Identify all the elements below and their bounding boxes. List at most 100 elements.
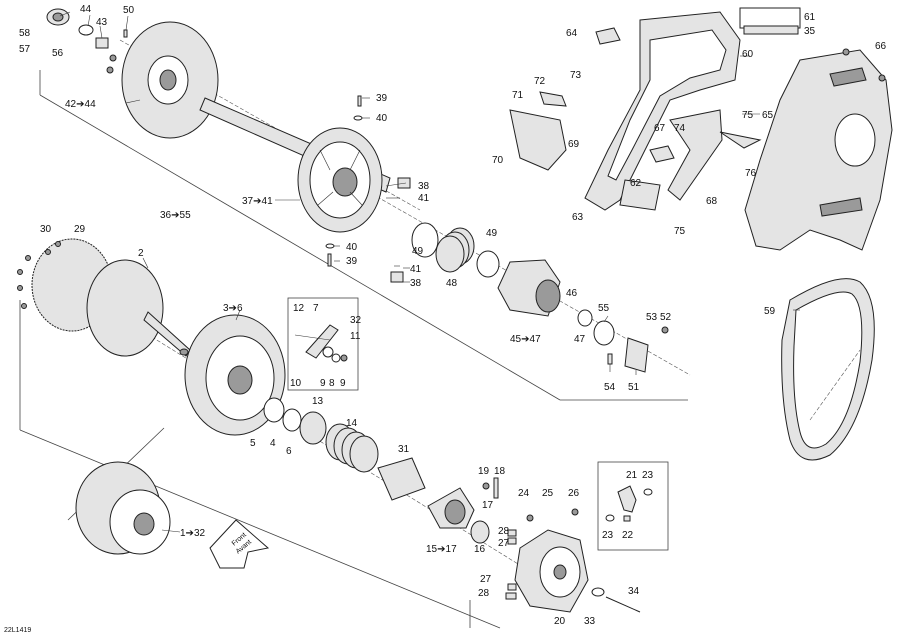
callout-label: 31 xyxy=(398,444,410,455)
callout-label: 5 xyxy=(250,438,256,449)
callout-label: 42➔44 xyxy=(65,99,96,110)
spring-and-cam-group xyxy=(411,222,669,373)
callout-label: 14 xyxy=(346,418,358,429)
callout-label: 39 xyxy=(346,256,358,267)
movable-sheave-upper xyxy=(297,95,411,283)
callout-label: 43 xyxy=(96,17,108,28)
callout-label: 13 xyxy=(312,396,324,407)
movable-sheave-lower xyxy=(184,314,327,445)
small-parts-top-left xyxy=(46,8,128,74)
callout-label: 21 xyxy=(626,470,638,481)
callout-label: 9 xyxy=(340,378,346,389)
callout-label: 41 xyxy=(418,193,430,204)
belt-guard-cover xyxy=(744,48,893,251)
callout-label: 62 xyxy=(630,178,642,189)
fixed-sheave-lower xyxy=(17,238,191,357)
leader-lines xyxy=(59,11,800,533)
clutch-governor-assembly xyxy=(505,461,669,613)
belt-guard-bracket xyxy=(509,7,801,211)
callout-label: 54 xyxy=(604,382,616,393)
callout-label: 10 xyxy=(290,378,302,389)
callout-label: 27 xyxy=(498,538,510,549)
callout-label: 2 xyxy=(138,248,144,259)
spring-lower xyxy=(325,423,426,501)
callout-label: 71 xyxy=(512,90,524,101)
callout-label: 68 xyxy=(706,196,718,207)
callout-label: 22 xyxy=(622,530,634,541)
callout-label: 28 xyxy=(498,526,510,537)
callout-label: 19 xyxy=(478,466,490,477)
callout-label: 9 xyxy=(320,378,326,389)
callout-label: 49 xyxy=(486,228,498,239)
callout-label: 58 xyxy=(19,28,31,39)
callout-label: 26 xyxy=(568,488,580,499)
callout-label: 8 xyxy=(329,378,335,389)
callout-label: 75 xyxy=(674,226,686,237)
callout-label: 6 xyxy=(286,446,292,457)
callout-label: 33 xyxy=(584,616,596,627)
callout-label: 12 xyxy=(293,303,305,314)
callout-label: 65 xyxy=(762,110,774,121)
callout-label: 52 xyxy=(660,312,672,323)
callout-label: 45➔47 xyxy=(510,334,541,345)
callout-label: 49 xyxy=(412,246,424,257)
callout-label: 37➔41 xyxy=(242,196,273,207)
callout-label: 53 xyxy=(646,312,658,323)
callout-label: 29 xyxy=(74,224,86,235)
callout-label: 40 xyxy=(376,113,388,124)
callout-label: 16 xyxy=(474,544,486,555)
callout-label: 63 xyxy=(572,212,584,223)
callout-label: 59 xyxy=(764,306,776,317)
callout-label: 67 xyxy=(654,123,666,134)
callout-label: 32 xyxy=(350,315,362,326)
callout-label: 73 xyxy=(570,70,582,81)
callout-label: 64 xyxy=(566,28,578,39)
callout-label: 72 xyxy=(534,76,546,87)
callout-label: 66 xyxy=(875,41,887,52)
callout-label: 50 xyxy=(123,5,135,16)
spider-assembly xyxy=(427,477,499,544)
callout-label: 38 xyxy=(418,181,430,192)
drive-belt xyxy=(781,278,875,461)
callout-label: 75 xyxy=(742,110,754,121)
callout-label: 69 xyxy=(568,139,580,150)
callout-label: 61 xyxy=(804,12,816,23)
callout-labels: 58 57 56 44 43 50 42➔44 39 40 36➔55 37➔4… xyxy=(19,4,887,627)
callout-label: 48 xyxy=(446,278,458,289)
callout-label: 23 xyxy=(602,530,614,541)
callout-label: 47 xyxy=(574,334,586,345)
callout-label: 18 xyxy=(494,466,506,477)
callout-label: 35 xyxy=(804,26,816,37)
callout-label: 46 xyxy=(566,288,578,299)
callout-label: 36➔55 xyxy=(160,210,191,221)
callout-label: 76 xyxy=(745,168,757,179)
callout-label: 44 xyxy=(80,4,92,15)
callout-label: 34 xyxy=(628,586,640,597)
callout-label: 11 xyxy=(350,331,361,342)
callout-label: 40 xyxy=(346,242,358,253)
reference-code: 22L1419 xyxy=(4,627,31,634)
callout-label: 38 xyxy=(410,278,422,289)
callout-label: 20 xyxy=(554,616,566,627)
callout-label: 23 xyxy=(642,470,654,481)
callout-label: 55 xyxy=(598,303,610,314)
callout-label: 17 xyxy=(482,500,494,511)
callout-label: 60 xyxy=(742,49,754,60)
assembly-frame-lines xyxy=(19,70,688,629)
callout-label: 74 xyxy=(674,123,686,134)
callout-label: 70 xyxy=(492,155,504,166)
callout-label: 3➔6 xyxy=(223,303,243,314)
callout-label: 28 xyxy=(478,588,490,599)
callout-label: 56 xyxy=(52,48,64,59)
callout-label: 30 xyxy=(40,224,52,235)
callout-label: 41 xyxy=(410,264,422,275)
callout-label: 25 xyxy=(542,488,554,499)
callout-label: 1➔32 xyxy=(180,528,206,539)
callout-label: 4 xyxy=(270,438,276,449)
callout-label: 27 xyxy=(480,574,492,585)
callout-label: 39 xyxy=(376,93,388,104)
callout-label: 24 xyxy=(518,488,530,499)
drive-pulley-complete xyxy=(75,461,270,569)
callout-label: 15➔17 xyxy=(426,544,457,555)
